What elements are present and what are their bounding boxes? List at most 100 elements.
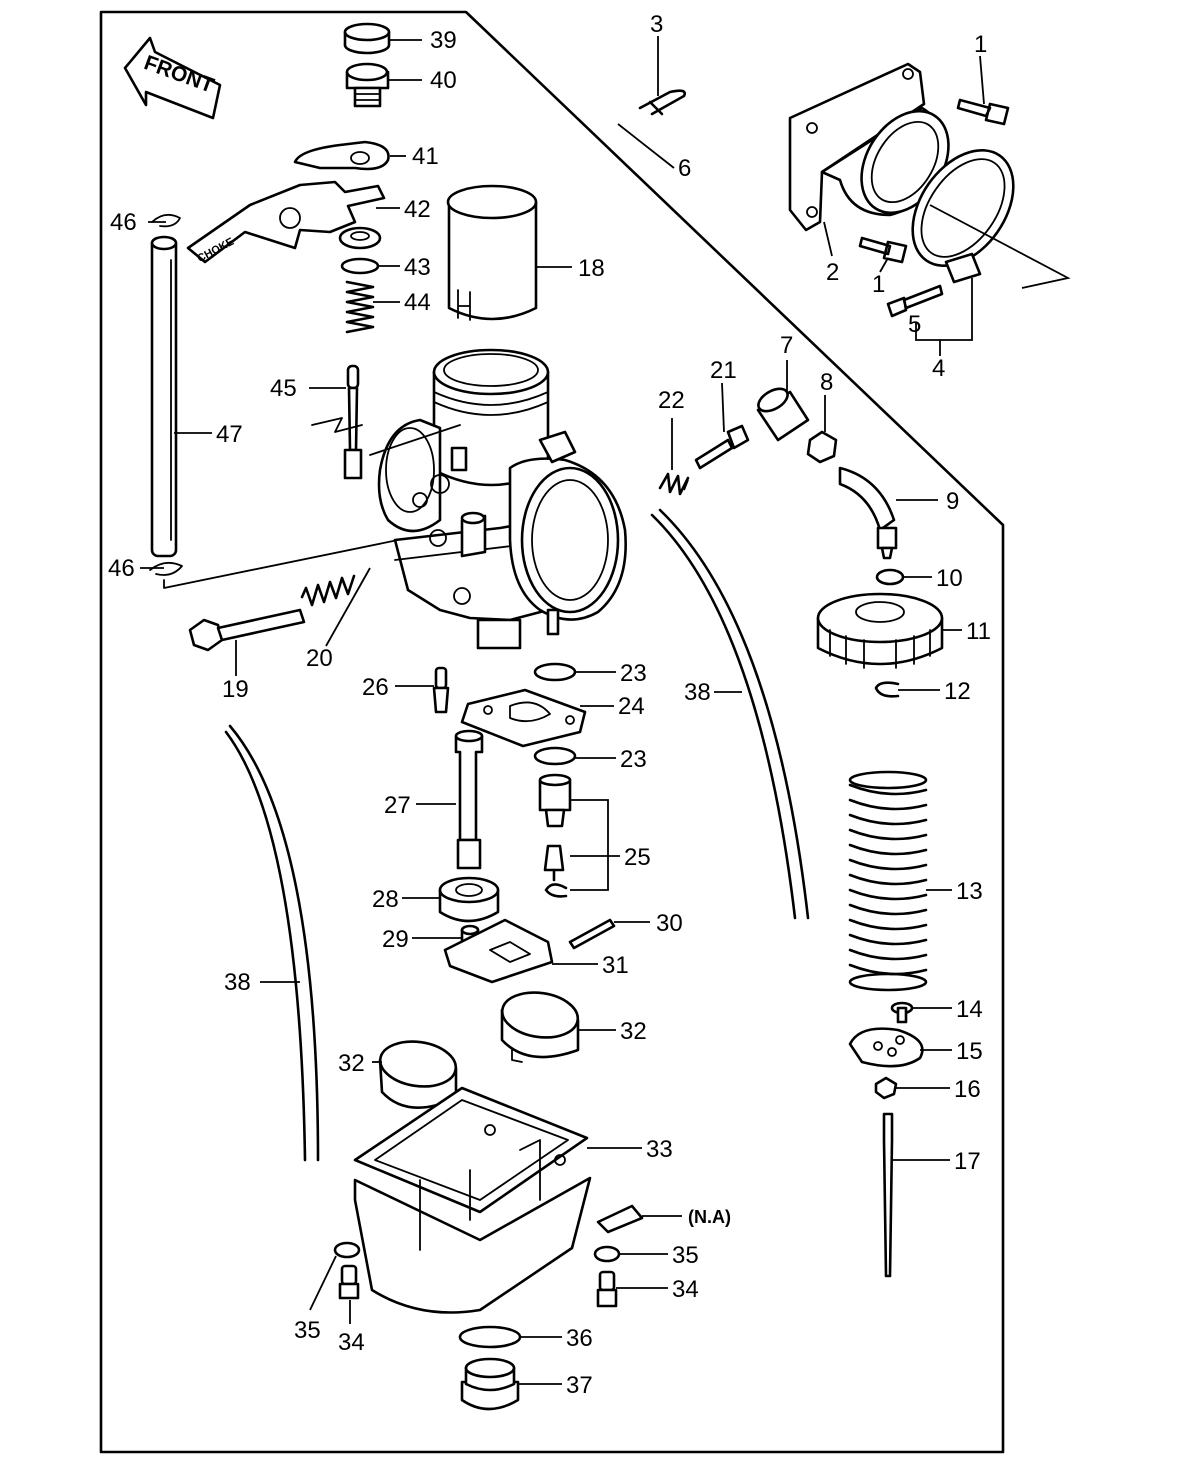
callout-41: 41 xyxy=(412,143,439,170)
callout-11: 11 xyxy=(966,618,991,645)
gasket-24-part xyxy=(460,688,587,748)
clip-46-bottom-part xyxy=(149,561,183,576)
idle-screw-19-part xyxy=(188,608,306,652)
callout-34-left: 34 xyxy=(338,1329,365,1356)
float-arm-31-part xyxy=(443,918,554,984)
carburetor-body-part xyxy=(369,348,627,650)
callout-36: 36 xyxy=(566,1325,593,1352)
hose-38-left-edge xyxy=(228,724,320,1162)
callout-43: 43 xyxy=(404,254,431,281)
callout-10: 10 xyxy=(936,565,963,592)
callout-42: 42 xyxy=(404,196,431,223)
callout-1-bottom: 1 xyxy=(872,271,885,298)
callout-32-left: 32 xyxy=(338,1050,365,1077)
callout-6: 6 xyxy=(678,155,691,182)
choke-lever-part: CHOKE xyxy=(186,180,386,265)
o-ring-36-part xyxy=(458,1325,522,1349)
float-32-right-part xyxy=(500,991,580,1063)
assembly-line-tube xyxy=(163,539,399,589)
spring-44-part xyxy=(345,280,375,334)
callout-2: 2 xyxy=(826,259,839,286)
callout-16: 16 xyxy=(954,1076,981,1103)
callout-5: 5 xyxy=(908,311,921,338)
callout-15: 15 xyxy=(956,1038,983,1065)
callout-29: 29 xyxy=(382,926,409,953)
elbow-9-part xyxy=(838,466,898,560)
diagram-frame xyxy=(99,10,1005,1454)
callout-20: 20 xyxy=(306,645,333,672)
callout-38-left: 38 xyxy=(224,969,251,996)
intake-arrow xyxy=(929,204,1071,289)
spring-13-part xyxy=(848,770,928,992)
needle-jet-27-part xyxy=(454,729,484,870)
callout-31: 31 xyxy=(602,952,629,979)
callout-35-right: 35 xyxy=(672,1242,699,1269)
overflow-tube-47-part xyxy=(150,235,178,558)
leader-lines xyxy=(140,36,985,1385)
front-arrow-icon: FRONT xyxy=(123,36,222,120)
callout-34-right: 34 xyxy=(672,1276,699,1303)
washer-35-left-part xyxy=(333,1241,361,1259)
callout-44: 44 xyxy=(404,289,431,316)
callout-32-right: 32 xyxy=(620,1018,647,1045)
callout-7: 7 xyxy=(780,332,793,359)
o-ring-43-part xyxy=(340,257,380,275)
pilot-screw-21-part xyxy=(694,424,750,470)
intake-flange-2-part xyxy=(788,62,950,232)
callout-8: 8 xyxy=(820,369,833,396)
callout-3: 3 xyxy=(650,11,663,38)
callout-23-bottom: 23 xyxy=(620,746,647,773)
callout-46-top: 46 xyxy=(110,209,137,236)
seal-23-top-part xyxy=(533,662,577,682)
callout-21: 21 xyxy=(710,357,737,384)
washer-10-part xyxy=(875,568,905,586)
spring-22-part xyxy=(658,472,690,496)
callout-24: 24 xyxy=(618,693,645,720)
bolt-1-bottom-part xyxy=(858,236,908,264)
callout-27: 27 xyxy=(384,792,411,819)
callout-17: 17 xyxy=(954,1148,981,1175)
hose-38-right-edge xyxy=(658,508,810,920)
callout-1-top: 1 xyxy=(974,31,987,58)
screw-34-right-part xyxy=(596,1270,618,1308)
callout-9: 9 xyxy=(946,488,959,515)
top-screw-part xyxy=(345,62,390,108)
washer-35-right-part xyxy=(593,1245,621,1263)
cotter-3-part xyxy=(638,89,686,116)
bolt-1-top-part xyxy=(956,98,1010,126)
callout-26: 26 xyxy=(362,674,389,701)
callout-47: 47 xyxy=(216,421,243,448)
retainer-14-part xyxy=(890,1001,914,1024)
spring-20-part xyxy=(300,574,356,607)
callout-28: 28 xyxy=(372,886,399,913)
jet-needle-17-part xyxy=(882,1112,894,1278)
clip-16-part xyxy=(874,1076,898,1100)
callout-46-bottom: 46 xyxy=(108,555,135,582)
gasket-na-part xyxy=(596,1204,644,1234)
callout-4: 4 xyxy=(932,355,945,382)
callout-45: 45 xyxy=(270,375,297,402)
top-cap-part xyxy=(343,22,391,55)
float-body-28-part xyxy=(438,876,500,923)
top-cap-11-part xyxy=(816,592,944,669)
callouts: 39 40 41 42 43 44 45 47 46 46 18 19 20 2… xyxy=(108,11,991,1399)
callout-23-top: 23 xyxy=(620,660,647,687)
nut-8-part xyxy=(806,430,838,464)
clip-46-top-part xyxy=(151,213,181,228)
callout-12: 12 xyxy=(944,678,971,705)
callout-38-right: 38 xyxy=(684,679,711,706)
callout-22: 22 xyxy=(658,387,685,414)
callout-18: 18 xyxy=(578,255,605,282)
plate-15-part xyxy=(848,1027,924,1068)
callout-14: 14 xyxy=(956,996,983,1023)
callout-39: 39 xyxy=(430,27,457,54)
float-valve-25-part xyxy=(538,773,572,898)
callout-13: 13 xyxy=(956,878,983,905)
jet-needle-45-part xyxy=(311,364,363,480)
screw-34-left-part xyxy=(338,1264,360,1300)
callout-30: 30 xyxy=(656,910,683,937)
float-bowl-33-part xyxy=(353,1086,592,1314)
callout-19: 19 xyxy=(222,676,249,703)
callout-35-left: 35 xyxy=(294,1317,321,1344)
float-32-left-part xyxy=(378,1040,458,1109)
